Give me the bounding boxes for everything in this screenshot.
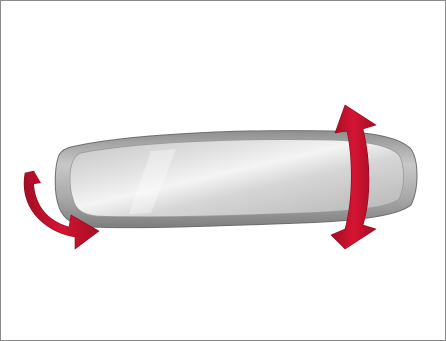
- mirror-adjustment-diagram: [1, 1, 445, 340]
- illustration-frame: [0, 0, 446, 341]
